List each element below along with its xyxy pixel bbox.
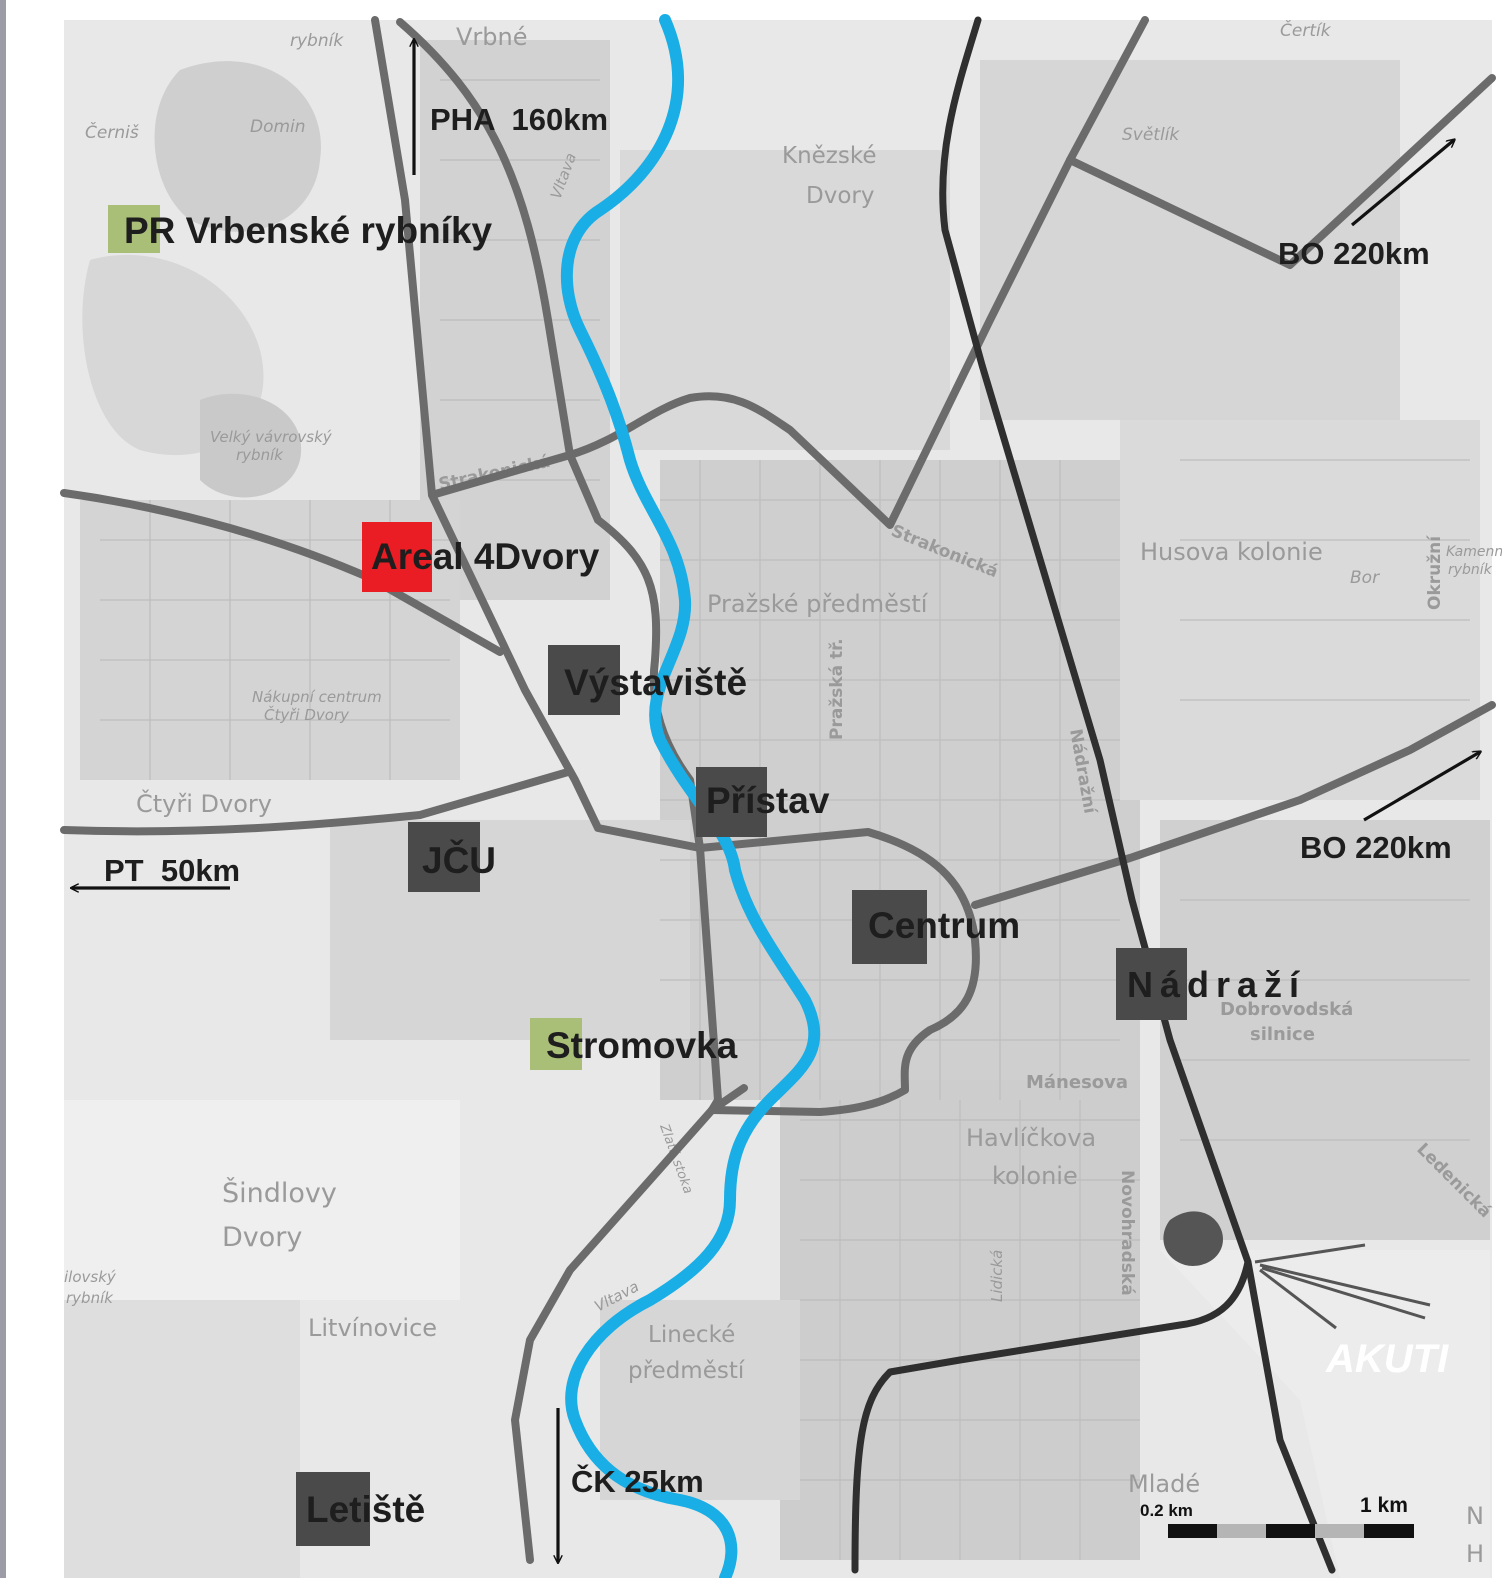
scale-seg-2 bbox=[1217, 1524, 1266, 1538]
bm-velky-vavr: Velký vávrovský bbox=[210, 428, 333, 446]
bm-rybnik-3: rybník bbox=[1448, 562, 1493, 578]
label-ck: ČK 25km bbox=[571, 1463, 704, 1499]
bm-linecke: Linecké bbox=[648, 1322, 735, 1348]
road-bo-north bbox=[1066, 74, 1496, 269]
arrow-bo-top bbox=[1350, 140, 1454, 227]
bm-nakupni: Nákupní centrum bbox=[252, 688, 382, 706]
bm-rybnik-2: rybník bbox=[236, 446, 284, 464]
bm-certik: Čertík bbox=[1280, 19, 1332, 41]
arrow-bo-mid bbox=[1363, 752, 1480, 822]
marker-centrum bbox=[852, 890, 927, 964]
label-bo-top: BO 220km bbox=[1278, 236, 1430, 271]
label-pha: PHA 160km bbox=[430, 102, 608, 137]
direction-arrows bbox=[72, 40, 1480, 1562]
bm-kolonie: kolonie bbox=[992, 1162, 1078, 1190]
scale-label-large: 1 km bbox=[1360, 1494, 1408, 1517]
bm-knezske: Knězské bbox=[782, 143, 877, 169]
label-bo-mid: BO 220km bbox=[1300, 830, 1452, 865]
bm-okruzni: Okružní bbox=[1425, 535, 1445, 610]
bm-husova: Husova kolonie bbox=[1140, 538, 1323, 566]
direction-labels: PHA 160km BO 220km BO 220km PT 50km ČK 2… bbox=[104, 102, 1452, 1499]
bm-novohradska: Novohradská bbox=[1117, 1170, 1137, 1296]
bm-svetlik: Světlík bbox=[1122, 125, 1180, 145]
bm-ilovsky: ilovský bbox=[64, 1268, 117, 1286]
frame-strip bbox=[0, 0, 6, 1578]
bm-silnice: silnice bbox=[1250, 1024, 1315, 1045]
bm-bor: Bor bbox=[1350, 568, 1380, 588]
marker-stromovka bbox=[530, 1018, 582, 1070]
marker-jcu bbox=[408, 822, 480, 892]
marker-vystaviste bbox=[548, 645, 620, 715]
label-nadrazi: Nádraží bbox=[1127, 964, 1306, 1005]
bm-rybnik-top: rybník bbox=[290, 31, 344, 51]
bm-rybnik-4: rybník bbox=[66, 1289, 114, 1307]
place-markers bbox=[108, 205, 1187, 1546]
label-pt: PT 50km bbox=[104, 853, 240, 888]
bm-cernis: Černiš bbox=[85, 121, 139, 143]
marker-areal bbox=[362, 522, 432, 592]
bm-havlickova: Havlíčkova bbox=[966, 1124, 1096, 1152]
place-labels: PR Vrbenské rybníky Areal 4Dvory Výstavi… bbox=[124, 210, 1306, 1530]
label-centrum: Centrum bbox=[868, 905, 1020, 946]
rail-arrows bbox=[1254, 1243, 1431, 1330]
label-letiste: Letiště bbox=[306, 1489, 425, 1530]
scale-seg-4 bbox=[1315, 1524, 1364, 1538]
road-north-west bbox=[371, 16, 704, 852]
road-pt bbox=[60, 768, 572, 836]
bm-akuti: AKUTI bbox=[1325, 1337, 1449, 1381]
label-pristav: Přístav bbox=[706, 780, 830, 821]
bm-predmesti: předměstí bbox=[628, 1358, 745, 1384]
bm-domin: Domin bbox=[250, 117, 306, 137]
road-strakonicka bbox=[428, 16, 1149, 529]
bm-prazska: Pražská tř. bbox=[827, 638, 847, 740]
rail-main bbox=[939, 16, 1336, 1574]
basemap-labels: Vrbné rybník Černiš Domin Knězské Dvory … bbox=[64, 19, 1502, 1568]
scale-bar: 0.2 km 1 km bbox=[1140, 1494, 1414, 1538]
bm-nh-h: H bbox=[1466, 1540, 1484, 1568]
bm-kamenny: Kamenný bbox=[1446, 544, 1502, 560]
marker-nadrazi bbox=[1116, 948, 1187, 1020]
road-west bbox=[60, 489, 504, 656]
scale-seg-3 bbox=[1266, 1524, 1315, 1538]
bm-prazske: Pražské předměstí bbox=[707, 590, 929, 618]
bm-manesova: Mánesova bbox=[1026, 1072, 1128, 1093]
bm-nh-n: N bbox=[1466, 1502, 1484, 1530]
bm-lidicka: Lidická bbox=[988, 1250, 1006, 1302]
road-ring bbox=[696, 828, 980, 1116]
bm-mlade: Mladé bbox=[1128, 1470, 1200, 1498]
road-south bbox=[511, 1106, 716, 1564]
label-areal: Areal 4Dvory bbox=[371, 536, 600, 577]
rail-south-branch bbox=[851, 1258, 1252, 1574]
label-pr-vrbenske: PR Vrbenské rybníky bbox=[124, 210, 493, 251]
bm-dvory-k: Dvory bbox=[806, 183, 874, 209]
scale-seg-5 bbox=[1364, 1524, 1414, 1538]
scale-label-small: 0.2 km bbox=[1140, 1501, 1193, 1520]
marker-pristav bbox=[696, 767, 767, 837]
bm-dvory-s: Dvory bbox=[222, 1222, 302, 1253]
scale-seg-1 bbox=[1168, 1524, 1217, 1538]
road-bo-east bbox=[971, 701, 1496, 909]
label-stromovka: Stromovka bbox=[546, 1025, 738, 1066]
railway bbox=[851, 16, 1336, 1574]
roads bbox=[60, 16, 1496, 1564]
bm-ctyri-dvory: Čtyři Dvory bbox=[136, 788, 272, 818]
bm-litvinovice: Litvínovice bbox=[308, 1314, 437, 1342]
river-vltava bbox=[560, 14, 821, 1583]
bm-vrbne: Vrbné bbox=[456, 23, 528, 51]
marker-pr-vrbenske bbox=[108, 205, 160, 253]
label-vystaviste: Výstaviště bbox=[564, 662, 747, 703]
bm-sindlovy: Šindlovy bbox=[222, 1177, 337, 1209]
bm-ctyri-dvory-small: Čtyři Dvory bbox=[264, 705, 350, 724]
marker-letiste bbox=[296, 1472, 370, 1546]
label-jcu: JČU bbox=[422, 839, 496, 881]
bm-dobrovodska: Dobrovodská bbox=[1220, 999, 1353, 1020]
